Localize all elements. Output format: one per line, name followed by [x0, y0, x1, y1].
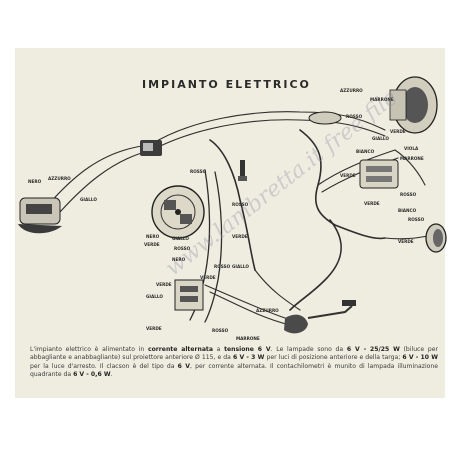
label-marrone-right: MARRONE [400, 156, 424, 161]
label-giallo-mag: GIALLO [172, 236, 189, 241]
label-bianco-right: BIANCO [398, 208, 417, 213]
label-nero-mag: NERO [146, 234, 160, 239]
speedometer-icon [308, 111, 342, 125]
label-marrone-top: MARRONE [370, 97, 394, 102]
light-switch-icon [18, 197, 62, 234]
label-azzurro-top: AZZURRO [340, 88, 363, 93]
label-verde-mag: VERDE [144, 242, 160, 247]
diagram-title: IMPIANTO ELETTRICO [142, 78, 311, 91]
rear-lamp-icon [425, 223, 447, 253]
junction-box-icon [174, 279, 204, 311]
label-verde-bottom: VERDE [146, 326, 162, 331]
label-verde-low: VERDE [156, 282, 172, 287]
label-verde-right: VERDE [364, 201, 380, 206]
label-rosso-c: ROSSO [214, 264, 231, 269]
label-rosso-bottom: ROSSO [212, 328, 229, 333]
label-rosso-top: ROSSO [346, 114, 363, 119]
label-viola: VIOLA [404, 146, 419, 151]
label-giallo-left: GIALLO [80, 197, 97, 202]
label-verde-c2: VERDE [232, 234, 248, 239]
label-nero-left: NERO [28, 179, 42, 184]
regulator-icon [359, 159, 399, 189]
label-rosso-center: ROSSO [190, 169, 207, 174]
label-bianco-mid: BIANCO [356, 149, 375, 154]
spark-plug-icon [238, 160, 247, 181]
label-marrone-bottom: MARRONE [236, 336, 260, 341]
label-verde-c: VERDE [200, 275, 216, 280]
label-giallo-low: GIALLO [146, 294, 163, 299]
brake-switch-icon [284, 300, 356, 334]
ignition-coil-icon [140, 140, 162, 156]
label-rosso-mid: ROSSO [400, 192, 417, 197]
label-rosso-mag: ROSSO [174, 246, 191, 251]
diagram-page [15, 48, 445, 398]
label-rosso-right: ROSSO [408, 217, 425, 222]
label-azzurro-bottom: AZZURRO [256, 308, 279, 313]
label-verde-top: VERDE [390, 129, 406, 134]
label-nero-c: NERO [172, 257, 186, 262]
flywheel-magneto-icon [151, 185, 205, 239]
headlamp-icon [389, 76, 438, 134]
label-rosso-c2: ROSSO [232, 202, 249, 207]
wire-harness-left [47, 144, 151, 206]
label-verde-lamp: VERDE [398, 239, 414, 244]
label-azzurro-left: AZZURRO [48, 176, 71, 181]
label-verde-mid: VERDE [340, 173, 356, 178]
label-giallo-c: GIALLO [232, 264, 249, 269]
caption-text: L'impianto elettrico è alimentato in cor… [30, 346, 439, 379]
label-giallo-top: GIALLO [372, 136, 389, 141]
